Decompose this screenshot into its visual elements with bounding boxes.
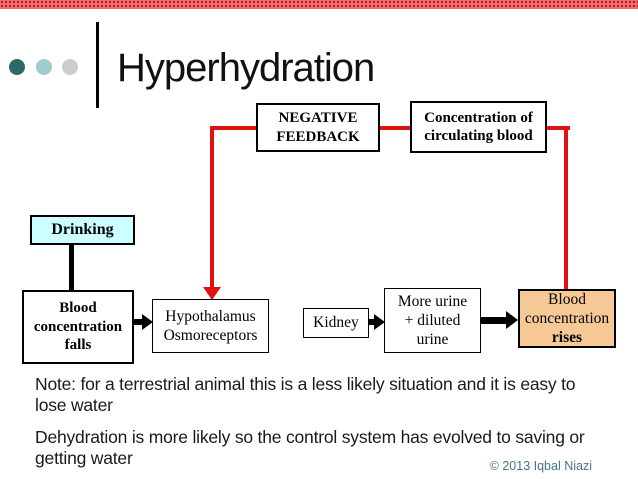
concentration-line2: circulating blood bbox=[424, 128, 533, 144]
concentration-circulating-blood-box: Concentration of circulating blood bbox=[410, 101, 547, 153]
feedback-line-down-left bbox=[210, 126, 214, 288]
blood-rises-line3: rises bbox=[551, 329, 583, 347]
blood-falls-line1: Blood bbox=[59, 300, 97, 317]
arrowhead-urine-to-rises-icon bbox=[506, 311, 518, 329]
note-terrestrial-animal: Note: for a terrestrial animal this is a… bbox=[35, 374, 576, 415]
bullet-circle-dark bbox=[9, 59, 25, 75]
top-accent-bar bbox=[0, 0, 638, 9]
hypothalamus-line2: Osmoreceptors bbox=[163, 327, 258, 344]
title-divider-line bbox=[96, 22, 99, 108]
blood-rises-line2: concentration bbox=[524, 309, 610, 327]
connector-urine-to-rises bbox=[481, 317, 508, 324]
kidney-label: Kidney bbox=[313, 314, 359, 332]
copyright-text: © 2013 Iqbal Niazi bbox=[489, 459, 592, 473]
feedback-arrowhead-icon bbox=[203, 287, 221, 300]
more-urine-line1: More urine bbox=[397, 292, 468, 310]
connector-kidney-to-urine bbox=[368, 319, 376, 325]
more-urine-line2: + diluted bbox=[404, 311, 461, 329]
connector-drinking-to-falls bbox=[69, 244, 74, 291]
arrowhead-falls-to-hypothalamus-icon bbox=[142, 314, 153, 330]
blood-concentration-rises-box: Blood concentration rises bbox=[518, 289, 616, 348]
bullet-circle-gray bbox=[62, 59, 78, 75]
more-urine-line3: urine bbox=[416, 331, 449, 349]
bullet-circle-light bbox=[36, 59, 52, 75]
kidney-box: Kidney bbox=[303, 308, 369, 338]
blood-falls-line2: concentration bbox=[33, 318, 123, 335]
blood-rises-line1: Blood bbox=[548, 290, 586, 308]
hypothalamus-line1: Hypothalamus bbox=[165, 307, 256, 325]
feedback-line-horizontal bbox=[210, 126, 570, 130]
page-title: Hyperhydration bbox=[117, 46, 375, 90]
concentration-line1: Concentration of bbox=[424, 109, 533, 126]
hypothalamus-osmoreceptors-box: Hypothalamus Osmoreceptors bbox=[152, 299, 269, 353]
feedback-line-down-right bbox=[564, 126, 568, 289]
negative-feedback-line1: NEGATIVE bbox=[278, 110, 358, 127]
negative-feedback-box: NEGATIVE FEEDBACK bbox=[256, 103, 380, 152]
arrowhead-kidney-to-urine-icon bbox=[374, 314, 385, 330]
note-dehydration: Dehydration is more likely so the contro… bbox=[35, 427, 585, 468]
blood-falls-line3: falls bbox=[64, 337, 92, 354]
drinking-box: Drinking bbox=[30, 215, 135, 245]
connector-falls-to-hypothalamus bbox=[133, 319, 143, 325]
drinking-label: Drinking bbox=[51, 221, 114, 239]
more-urine-box: More urine + diluted urine bbox=[384, 288, 481, 353]
blood-concentration-falls-box: Blood concentration falls bbox=[22, 290, 134, 364]
negative-feedback-line2: FEEDBACK bbox=[276, 128, 360, 145]
